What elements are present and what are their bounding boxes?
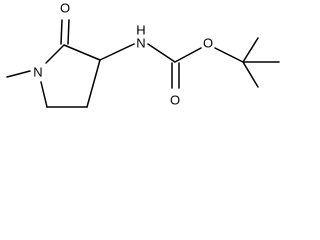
bond-ring-carbonyl-a xyxy=(60,19,63,45)
bond-tert-c-methyl-down xyxy=(242,61,259,88)
atom-labels: N O N H O O xyxy=(33,0,213,107)
atom-ring-nitrogen: N xyxy=(33,64,42,79)
atom-ring-carbonyl-oxygen: O xyxy=(60,0,70,15)
atom-ester-oxygen: O xyxy=(203,35,213,50)
bond-methyl-ring-n xyxy=(6,70,31,78)
bond-ring-n-c2 xyxy=(45,44,65,64)
bond-ester-o-tert-c xyxy=(214,47,244,63)
bond-carbamate-ester-o xyxy=(174,47,202,63)
atom-carbamate-carbonyl-oxygen: O xyxy=(170,92,180,107)
bond-tert-c-methyl-up xyxy=(242,37,259,63)
bond-ring-c3-c4 xyxy=(86,59,101,108)
atom-amide-hydrogen: H xyxy=(136,22,145,37)
bond-c3-nh xyxy=(99,43,135,61)
bond-ring-carbonyl-b xyxy=(67,19,70,45)
chemical-structure-diagram: N O N H O O xyxy=(6,0,280,108)
atom-amide-nitrogen: N xyxy=(136,35,145,50)
bond-ring-c2-c3 xyxy=(63,44,101,61)
bonds xyxy=(6,19,280,108)
bond-ring-c5-n xyxy=(40,81,48,108)
bond-nh-carbamate-c xyxy=(147,43,176,63)
